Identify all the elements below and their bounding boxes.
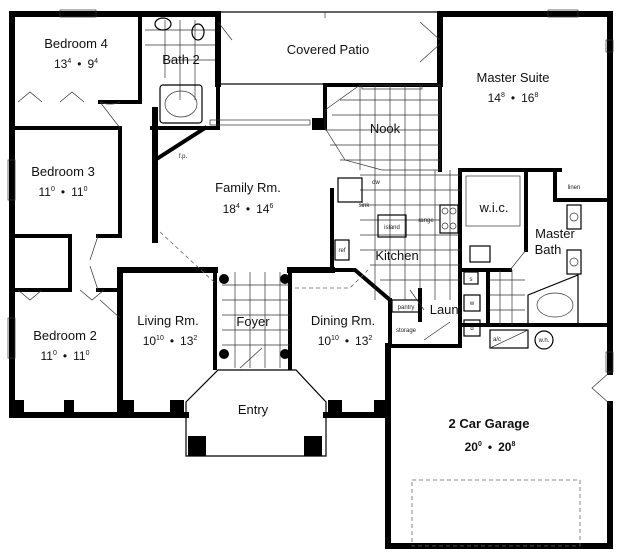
storage-label: storage [396, 328, 417, 334]
entry-name: Entry [238, 402, 269, 417]
columns [10, 118, 388, 456]
nook-name: Nook [370, 121, 401, 136]
doors [17, 21, 611, 405]
island-label: island [384, 225, 400, 231]
garage-fixtures [411, 329, 581, 547]
bedroom2-dims: 110•110 [41, 349, 90, 363]
washer-label: w [469, 301, 475, 307]
fireplace-label: f.p. [179, 154, 188, 160]
bedroom2-name: Bedroom 2 [33, 328, 97, 343]
living-room-name: Living Rm. [137, 313, 198, 328]
bedroom3-dims: 110•110 [39, 185, 88, 199]
range-label: range [418, 218, 434, 224]
dining-room-dims: 1010•132 [318, 334, 373, 348]
bedroom3-name: Bedroom 3 [31, 164, 95, 179]
dw-label: dw [372, 180, 380, 186]
bath2-fixtures [154, 17, 205, 124]
garage-name: 2 Car Garage [449, 416, 530, 431]
patio-frame [217, 11, 441, 85]
wic-shelves [465, 175, 521, 227]
kitchen-fixtures [334, 177, 459, 313]
sink-label: sink [359, 203, 371, 209]
nook-tile [324, 84, 441, 171]
laundry-tile [490, 270, 525, 325]
living-room-dims: 1010•132 [143, 334, 198, 348]
dryer-label: d [470, 326, 473, 332]
exterior-walls [9, 11, 613, 549]
master-suite-name: Master Suite [477, 70, 550, 85]
bath2-tile [145, 20, 215, 100]
wic-name: w.i.c. [479, 200, 509, 215]
entry-bay [185, 369, 327, 457]
kitchen-tile [360, 170, 460, 300]
room-labels: Bedroom 4 134•94 Bath 2 Covered Patio Ma… [31, 36, 575, 454]
bedroom4-dims: 134•94 [54, 57, 98, 71]
laundry-fixtures [463, 271, 481, 337]
master-bath-name-line1: Master [535, 226, 575, 241]
family-room-name: Family Rm. [215, 180, 281, 195]
wh-label: w.h. [538, 338, 550, 344]
dining-room-name: Dining Rm. [311, 313, 375, 328]
ceiling-lines [159, 231, 369, 289]
windows [7, 9, 614, 373]
pantry-label: pantry [398, 305, 415, 311]
bath2-name: Bath 2 [162, 52, 200, 67]
garage-dims: 200•208 [465, 440, 516, 454]
foyer-name: Foyer [236, 314, 270, 329]
covered-patio-name: Covered Patio [287, 42, 369, 57]
master-bath-fixtures [469, 204, 582, 326]
fixture-labels: f.p. dw sink range island ref pantry sto… [179, 154, 581, 344]
linen-label: linen [568, 185, 581, 191]
master-suite-dims: 148•168 [488, 91, 539, 105]
master-bath-name-line2: Bath [535, 242, 562, 257]
laundry-name: Laun. [430, 302, 463, 317]
kitchen-name: Kitchen [375, 248, 418, 263]
foyer-tile [222, 272, 290, 368]
laundry-sink-label: s [470, 277, 473, 283]
family-room-dims: 184•146 [223, 202, 274, 216]
ref-label: ref [338, 248, 345, 254]
ac-label: a/c [493, 337, 501, 343]
bedroom4-name: Bedroom 4 [44, 36, 108, 51]
